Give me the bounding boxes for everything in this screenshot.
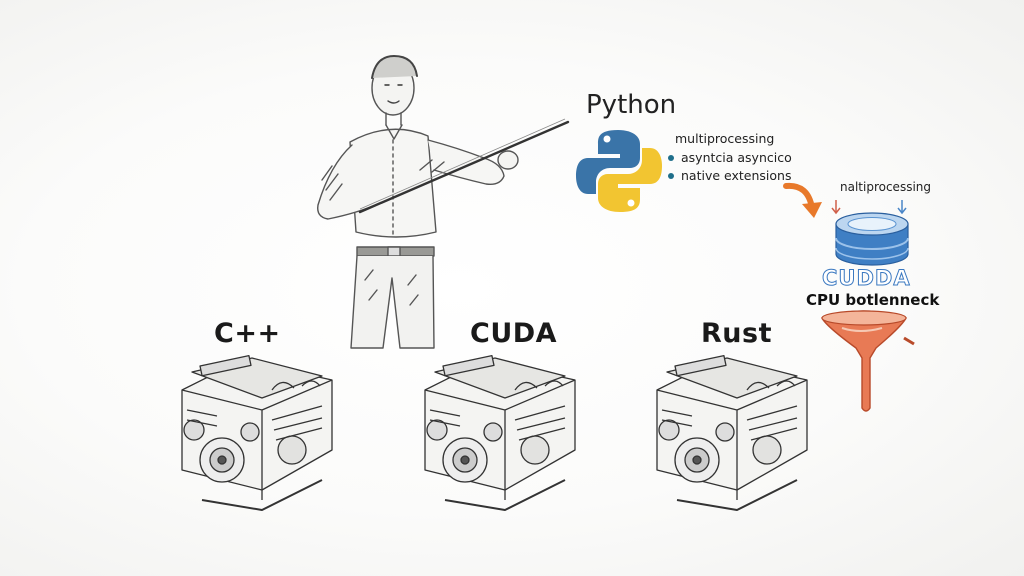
python-item-native: native extensions [668, 168, 791, 183]
engine-icon [181, 354, 333, 511]
process-label: naltiprocessing [840, 180, 932, 194]
down-arrows-icon [831, 200, 907, 215]
python-item-async: asyntcia asyncico [668, 150, 792, 165]
python-logo-icon [576, 130, 662, 212]
brand-text: CUDDA [822, 266, 911, 291]
python-item-label: native extensions [681, 168, 792, 183]
bullet-icon [668, 172, 674, 179]
funnel-icon [821, 310, 915, 412]
engine-label-rust: Rust [701, 318, 772, 349]
python-title: Python [586, 90, 677, 120]
engine-icon [656, 354, 808, 511]
python-item-multiprocessing: multiprocessing [675, 131, 774, 146]
bottleneck-label: CPU botlenneck [806, 291, 940, 309]
engine-label-cuda: CUDA [470, 318, 558, 349]
cylinder-icon [835, 212, 909, 266]
engine-icon [424, 354, 576, 511]
python-item-label: asyntcia asyncico [681, 150, 792, 165]
python-item-label: multiprocessing [675, 131, 775, 146]
bullet-icon [668, 154, 674, 161]
engine-label-cpp: C++ [214, 318, 281, 349]
curved-arrow-icon [783, 182, 822, 218]
brand-text-label: CUDDA [822, 266, 911, 291]
